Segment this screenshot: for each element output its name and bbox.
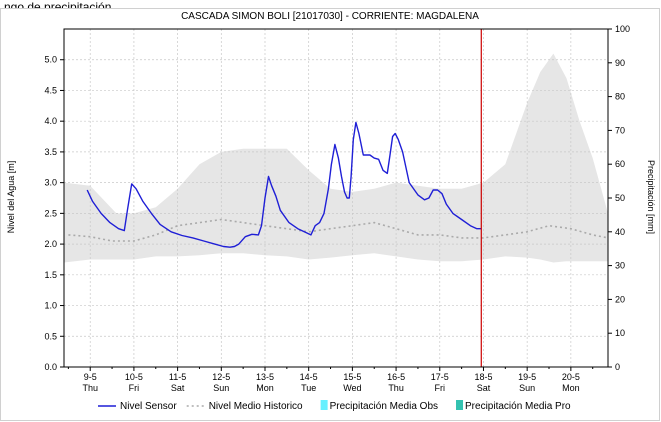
x-tick-date: 20-5 <box>562 372 580 382</box>
y-tick-label: 4.5 <box>44 85 57 95</box>
y-tick-label: 1.5 <box>44 270 57 280</box>
x-tick-day: Thu <box>82 383 98 393</box>
x-tick-day: Sat <box>477 383 491 393</box>
y2-tick-label: 20 <box>615 294 625 304</box>
x-tick-day: Mon <box>256 383 274 393</box>
y2-tick-label: 0 <box>615 362 620 372</box>
x-tick-day: Tue <box>301 383 316 393</box>
y-tick-label: 1.0 <box>44 301 57 311</box>
y-tick-label: 2.5 <box>44 208 57 218</box>
y-tick-label: 4.0 <box>44 116 57 126</box>
legend: Nivel Sensor Nivel Medio Historico Precipi… <box>98 400 571 412</box>
legend-swatch-precipitacion <box>456 400 464 410</box>
y-tick-label: 3.0 <box>44 178 57 188</box>
x-tick-date: 9-5 <box>84 372 97 382</box>
y2-tick-label: 40 <box>615 227 625 237</box>
x-tick-date: 14-5 <box>300 372 318 382</box>
sensor-layer <box>86 121 482 248</box>
y2-tick-label: 90 <box>615 58 625 68</box>
x-tick-date: 10-5 <box>125 372 143 382</box>
x-tick-day: Fri <box>129 383 140 393</box>
series-nivel-sensor <box>86 121 482 248</box>
y2-tick-label: 10 <box>615 328 625 338</box>
ticks-layer: 0.0 0.5 1.0 1.5 2.0 2.5 3.0 3.5 4.0 4.5 5.0 0 10 20 30… <box>44 24 630 393</box>
legend-label: Nivel Medio Historico <box>209 401 303 412</box>
y2-tick-label: 80 <box>615 92 625 102</box>
x-tick-date: 11-5 <box>169 372 186 382</box>
x-tick-day: Sun <box>519 383 535 393</box>
x-tick-date: 19-5 <box>518 372 536 382</box>
y2-axis-label: Precipitación [mm] <box>646 160 656 234</box>
x-tick-date: 15-5 <box>343 372 361 382</box>
y2-tick-label: 50 <box>615 193 625 203</box>
legend-label: Precipitación Media Obs <box>330 401 438 412</box>
x-tick-day: Sat <box>171 383 185 393</box>
x-tick-day: Thu <box>388 383 404 393</box>
legend-label: Precipitación Media Pro <box>465 401 571 412</box>
y-tick-label: 5.0 <box>44 55 57 65</box>
historic-range-band-layer <box>64 53 608 263</box>
y2-tick-label: 70 <box>615 125 625 135</box>
x-tick-day: Sun <box>213 383 229 393</box>
y2-tick-label: 60 <box>615 159 625 169</box>
y-tick-label: 0.0 <box>44 362 57 372</box>
grid-layer <box>64 29 608 368</box>
x-tick-date: 16-5 <box>387 372 405 382</box>
y-tick-label: 3.5 <box>44 147 57 157</box>
x-tick-day: Wed <box>343 383 361 393</box>
chart-title: CASCADA SIMON BOLI [21017030] - CORRIENT… <box>181 11 479 22</box>
x-tick-day: Mon <box>562 383 580 393</box>
x-tick-day: Fri <box>435 383 446 393</box>
x-tick-date: 13-5 <box>256 372 274 382</box>
x-tick-date: 12-5 <box>212 372 230 382</box>
y-axis-label: Nivel del Agua [m] <box>6 161 16 234</box>
historic-range-band <box>64 53 608 263</box>
y2-tick-label: 100 <box>615 24 630 34</box>
y2-tick-label: 30 <box>615 261 625 271</box>
y-tick-label: 2.0 <box>44 239 57 249</box>
legend-swatch-precipitacion <box>320 400 328 410</box>
legend-label: Nivel Sensor <box>120 401 177 412</box>
y-tick-label: 0.5 <box>44 331 57 341</box>
x-tick-date: 17-5 <box>431 372 449 382</box>
x-tick-date: 18-5 <box>474 372 492 382</box>
